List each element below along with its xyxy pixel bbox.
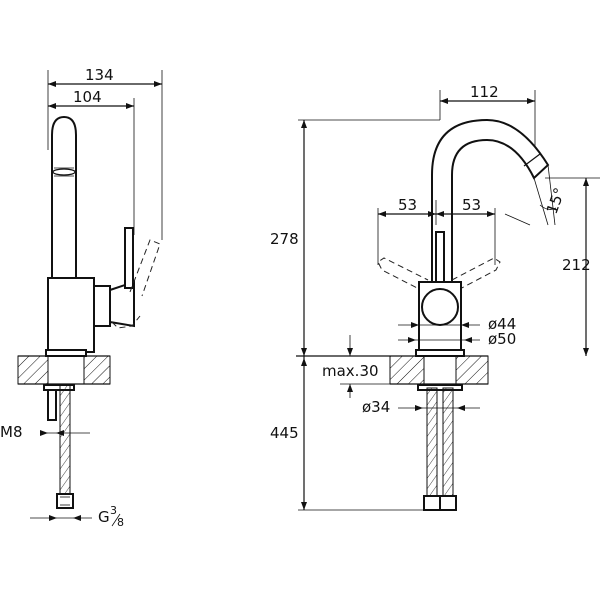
arrowhead [411, 322, 419, 328]
lever-alt-position [129, 239, 161, 297]
dim-lever-right: 53 [462, 196, 481, 214]
spout-tube [51, 115, 77, 281]
arrowhead [40, 430, 48, 436]
hose-connector [439, 495, 457, 511]
lever-alt-position [111, 315, 141, 329]
arrowhead [415, 405, 423, 411]
aerator-outlet [52, 168, 76, 176]
hose-connector [423, 495, 441, 511]
mixer-body [47, 277, 95, 353]
lever-alt-left [377, 257, 429, 293]
arrowhead [49, 515, 57, 521]
arrowhead [301, 348, 307, 356]
arrowhead [301, 358, 307, 366]
dim-angle: 15° [543, 185, 569, 216]
arrowhead [408, 337, 416, 343]
dim-body-diameter: ø44 [488, 315, 516, 333]
arrowhead [457, 405, 465, 411]
arrowhead [56, 430, 64, 436]
dim-spout-height: 212 [562, 256, 591, 274]
supply-hose-right [442, 387, 454, 497]
lever-hub [93, 285, 111, 327]
supply-hose [59, 383, 71, 495]
countertop-section [455, 355, 489, 385]
countertop-section [17, 355, 49, 385]
dim-overall-width: 134 [85, 66, 114, 84]
arrowhead [583, 348, 589, 356]
cartridge-cap [421, 288, 459, 326]
arrowhead [527, 98, 535, 104]
connection-label-denominator: 8 [117, 516, 124, 529]
arrowhead [126, 103, 134, 109]
fraction-slash [111, 513, 121, 527]
dim-spout-width: 112 [470, 83, 499, 101]
mounting-nut [417, 384, 463, 391]
arrowhead [48, 81, 56, 87]
base-collar [45, 349, 87, 357]
arrowhead [378, 211, 386, 217]
countertop-section [389, 355, 425, 385]
arrowhead [487, 211, 495, 217]
arrowhead [347, 384, 353, 392]
gooseneck-spout [431, 118, 550, 283]
arrowhead [73, 515, 81, 521]
angle-arc [539, 204, 557, 210]
arrowhead [301, 502, 307, 510]
dim-base-diameter: ø50 [488, 330, 516, 348]
leader-line [504, 213, 531, 226]
dim-lever-left: 53 [398, 196, 417, 214]
front-view: 112 15° 53 53 278 [270, 83, 600, 511]
arrowhead [464, 337, 472, 343]
hose-connector [56, 493, 74, 509]
dim-max-deck: max.30 [322, 362, 379, 380]
dim-hose-length: 445 [270, 424, 299, 442]
side-view: 134 104 [0, 66, 163, 529]
threaded-stud [47, 389, 57, 421]
connection-label: G [98, 508, 110, 526]
arrowhead [48, 103, 56, 109]
angle-line [533, 177, 549, 226]
arrowhead [583, 178, 589, 186]
arrowhead [301, 120, 307, 128]
arrowhead [461, 322, 469, 328]
supply-hose-left [426, 387, 438, 497]
dim-hole-diameter: ø34 [362, 398, 390, 416]
lever-handle [124, 227, 134, 289]
thread-label: M8 [0, 423, 23, 441]
arrowhead [440, 98, 448, 104]
mounting-nut [43, 384, 75, 391]
connection-label-numerator: 3 [110, 504, 117, 517]
dim-spout-reach: 104 [73, 88, 102, 106]
countertop-section [83, 355, 111, 385]
dim-total-height: 278 [270, 230, 299, 248]
arrowhead [347, 348, 353, 356]
arrowhead [428, 211, 436, 217]
arrowhead [436, 211, 444, 217]
base-collar [415, 349, 465, 357]
lever-alt-right [451, 257, 501, 293]
angle-line [547, 164, 556, 226]
arrowhead [154, 81, 162, 87]
spout-tip-line [523, 153, 541, 167]
